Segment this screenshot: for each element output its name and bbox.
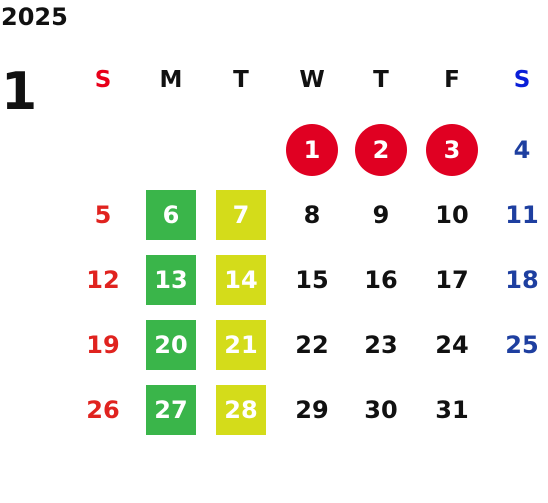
day-cell-31[interactable]: 31 xyxy=(435,396,469,424)
weekday-header-fri: F xyxy=(444,67,460,93)
day-cell-21[interactable]: 21 xyxy=(216,320,266,370)
day-cell-8[interactable]: 8 xyxy=(303,201,321,229)
day-cell-23[interactable]: 23 xyxy=(364,331,398,359)
weekday-header-sat: S xyxy=(513,67,531,93)
day-cell-5[interactable]: 5 xyxy=(94,201,112,229)
day-cell-29[interactable]: 29 xyxy=(295,396,329,424)
month-label: 1 xyxy=(1,62,38,122)
day-cell-22[interactable]: 22 xyxy=(295,331,329,359)
weekday-header-sun: S xyxy=(94,67,112,93)
day-cell-9[interactable]: 9 xyxy=(372,201,390,229)
day-cell-12[interactable]: 12 xyxy=(86,266,120,294)
day-cell-15[interactable]: 15 xyxy=(295,266,329,294)
day-cell-14[interactable]: 14 xyxy=(216,255,266,305)
day-cell-25[interactable]: 25 xyxy=(505,331,539,359)
day-cell-1[interactable]: 1 xyxy=(286,124,338,176)
day-cell-28[interactable]: 28 xyxy=(216,385,266,435)
day-cell-17[interactable]: 17 xyxy=(435,266,469,294)
day-cell-6[interactable]: 6 xyxy=(146,190,196,240)
day-cell-4[interactable]: 4 xyxy=(513,136,531,164)
weekday-header-mon: M xyxy=(159,67,183,93)
weekday-header-wed: W xyxy=(299,67,325,93)
year-label: 2025 xyxy=(1,3,68,31)
day-cell-20[interactable]: 20 xyxy=(146,320,196,370)
day-cell-7[interactable]: 7 xyxy=(216,190,266,240)
day-cell-13[interactable]: 13 xyxy=(146,255,196,305)
weekday-header-thu: T xyxy=(373,67,389,93)
day-cell-10[interactable]: 10 xyxy=(435,201,469,229)
day-cell-19[interactable]: 19 xyxy=(86,331,120,359)
day-cell-2[interactable]: 2 xyxy=(355,124,407,176)
day-cell-24[interactable]: 24 xyxy=(435,331,469,359)
weekday-header-tue: T xyxy=(233,67,249,93)
day-cell-30[interactable]: 30 xyxy=(364,396,398,424)
day-cell-26[interactable]: 26 xyxy=(86,396,120,424)
day-cell-18[interactable]: 18 xyxy=(505,266,539,294)
day-cell-11[interactable]: 11 xyxy=(505,201,539,229)
day-cell-3[interactable]: 3 xyxy=(426,124,478,176)
day-cell-27[interactable]: 27 xyxy=(146,385,196,435)
day-cell-16[interactable]: 16 xyxy=(364,266,398,294)
